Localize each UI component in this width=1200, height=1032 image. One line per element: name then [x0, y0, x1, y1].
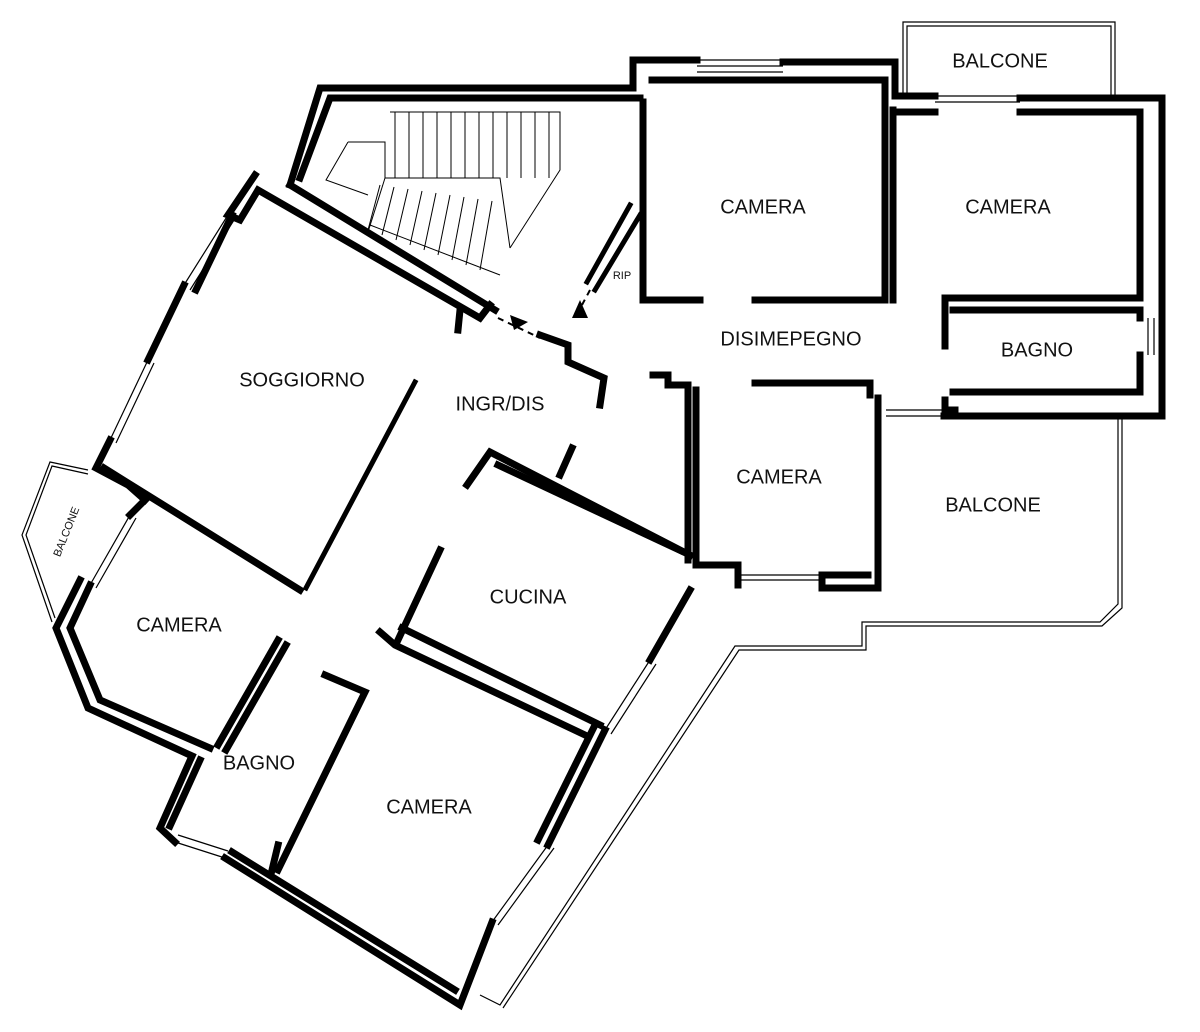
room-label-camera-left: CAMERA — [136, 614, 222, 636]
room-label-disimpegno: DISIMEPEGNO — [720, 328, 861, 350]
staircase — [325, 111, 561, 276]
room-labels: BALCONE CAMERA CAMERA RIP DISIMEPEGNO BA… — [52, 50, 1074, 818]
stair-tread — [409, 190, 423, 246]
stair-tread — [367, 184, 381, 231]
stair-tread — [479, 200, 493, 271]
walls — [52, 56, 1166, 1011]
room-label-camera-bottom: CAMERA — [386, 796, 472, 818]
room-label-soggiorno: SOGGIORNO — [239, 369, 365, 391]
stair-tread — [465, 198, 479, 266]
room-label-camera-top-2: CAMERA — [965, 196, 1051, 218]
room-label-cucina: CUCINA — [490, 586, 567, 608]
room-label-camera-mid: CAMERA — [736, 466, 822, 488]
stair-tread — [451, 196, 465, 261]
entry-arrow-left — [510, 315, 528, 330]
stair-tread — [437, 194, 451, 256]
room-label-balcone-left: BALCONE — [52, 505, 83, 558]
room-label-balcone-top: BALCONE — [952, 50, 1048, 72]
room-label-bagno-right: BAGNO — [1001, 339, 1073, 361]
entry-arrow-right — [572, 300, 588, 318]
windows — [89, 59, 1155, 926]
stair-tread — [381, 186, 395, 236]
stair-tread — [395, 188, 409, 241]
room-label-balcone-right: BALCONE — [945, 494, 1041, 516]
room-label-rip: RIP — [613, 270, 631, 282]
room-label-ingresso: INGR/DIS — [456, 393, 545, 415]
balcony-outlines — [21, 21, 1123, 1009]
stair-tread — [423, 192, 437, 251]
room-label-camera-top-1: CAMERA — [720, 196, 806, 218]
room-label-bagno-left: BAGNO — [223, 752, 295, 774]
entrance-arrows — [497, 289, 591, 339]
